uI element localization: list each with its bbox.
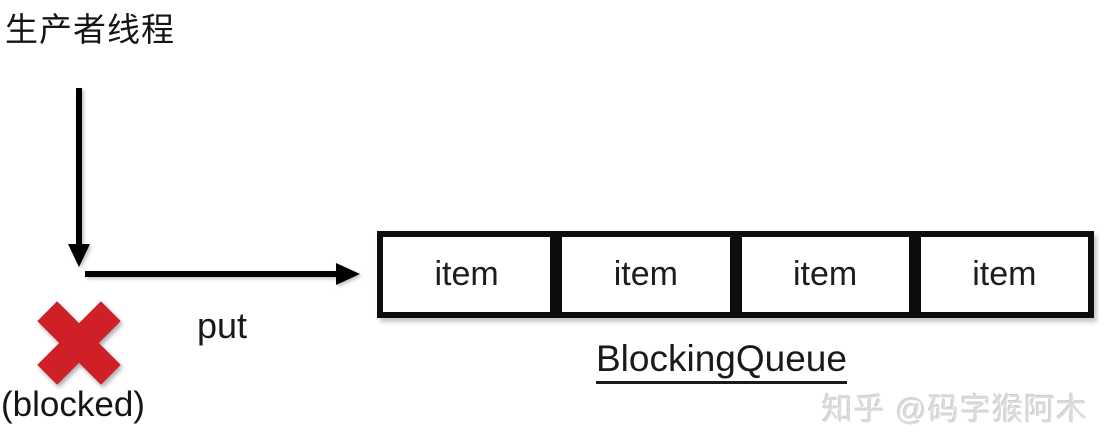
arrow-line (85, 271, 337, 277)
put-arrow (85, 260, 360, 288)
producer-down-arrow (68, 88, 90, 267)
watermark: 知乎 @码字猴阿木 (821, 392, 1088, 427)
queue-item-cell: item (556, 231, 736, 318)
arrow-line (76, 88, 82, 246)
arrow-head-right-icon (336, 263, 360, 285)
producer-thread-label: 生产者线程 (5, 11, 175, 48)
queue-item-cell: item (914, 231, 1094, 318)
blocking-queue: item item item item (377, 231, 1094, 318)
blocked-x-icon (31, 297, 127, 389)
queue-item-cell: item (735, 231, 915, 318)
put-label: put (197, 305, 248, 346)
blocked-label: (blocked) (1, 385, 145, 424)
queue-item-cell: item (377, 231, 557, 318)
blocking-queue-label: BlockingQueue (596, 338, 847, 384)
arrow-head-down-icon (68, 244, 90, 267)
